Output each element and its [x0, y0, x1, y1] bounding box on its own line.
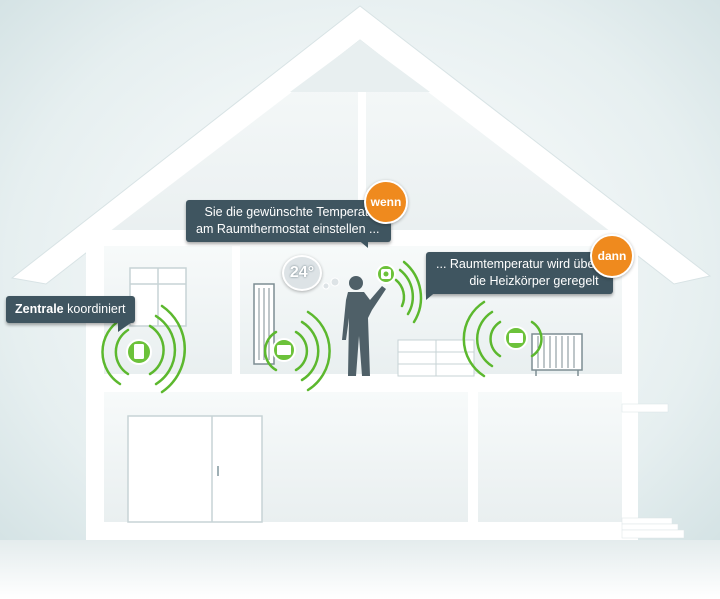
callout-central: Zentrale koordiniert: [6, 296, 135, 323]
thermostat-display: 24°: [282, 255, 322, 291]
room-lower-right: [478, 392, 622, 522]
dresser-icon: [397, 339, 475, 377]
ground: [0, 540, 720, 599]
door-icon: [127, 415, 263, 523]
callout-wenn-line1: Sie die gewünschte Temperatur: [204, 205, 380, 219]
signal-icon: [101, 260, 543, 394]
radiator-icon: [253, 283, 275, 365]
radiator-valve-right-icon: [504, 326, 528, 350]
badge-wenn: wenn: [364, 180, 408, 224]
callout-dann: ... Raumtemperatur wird über die Heizkör…: [426, 252, 613, 294]
radiator-valve-left-icon: [272, 338, 296, 362]
person-icon: [342, 276, 386, 376]
callout-wenn-line2: am Raumthermostat einstellen ...: [196, 222, 380, 236]
central-unit-icon: [126, 339, 152, 365]
callout-central-text: koordiniert: [67, 302, 126, 316]
callout-wenn-tail: [356, 238, 368, 248]
radiator-right-icon: [531, 333, 583, 376]
badge-dann: dann: [590, 234, 634, 278]
callout-dann-tail: [426, 290, 438, 300]
callout-central-bold: Zentrale: [15, 302, 64, 316]
callout-dann-line1: ... Raumtemperatur wird über: [436, 257, 599, 271]
callout-wenn: Sie die gewünschte Temperatur am Raumthe…: [186, 200, 392, 242]
thought-dot-1: [330, 277, 340, 287]
thought-dot-2: [322, 282, 330, 290]
callout-dann-line2: die Heizkörper geregelt: [469, 274, 599, 288]
callout-central-tail: [118, 322, 132, 332]
thermostat-icon: [376, 264, 396, 284]
